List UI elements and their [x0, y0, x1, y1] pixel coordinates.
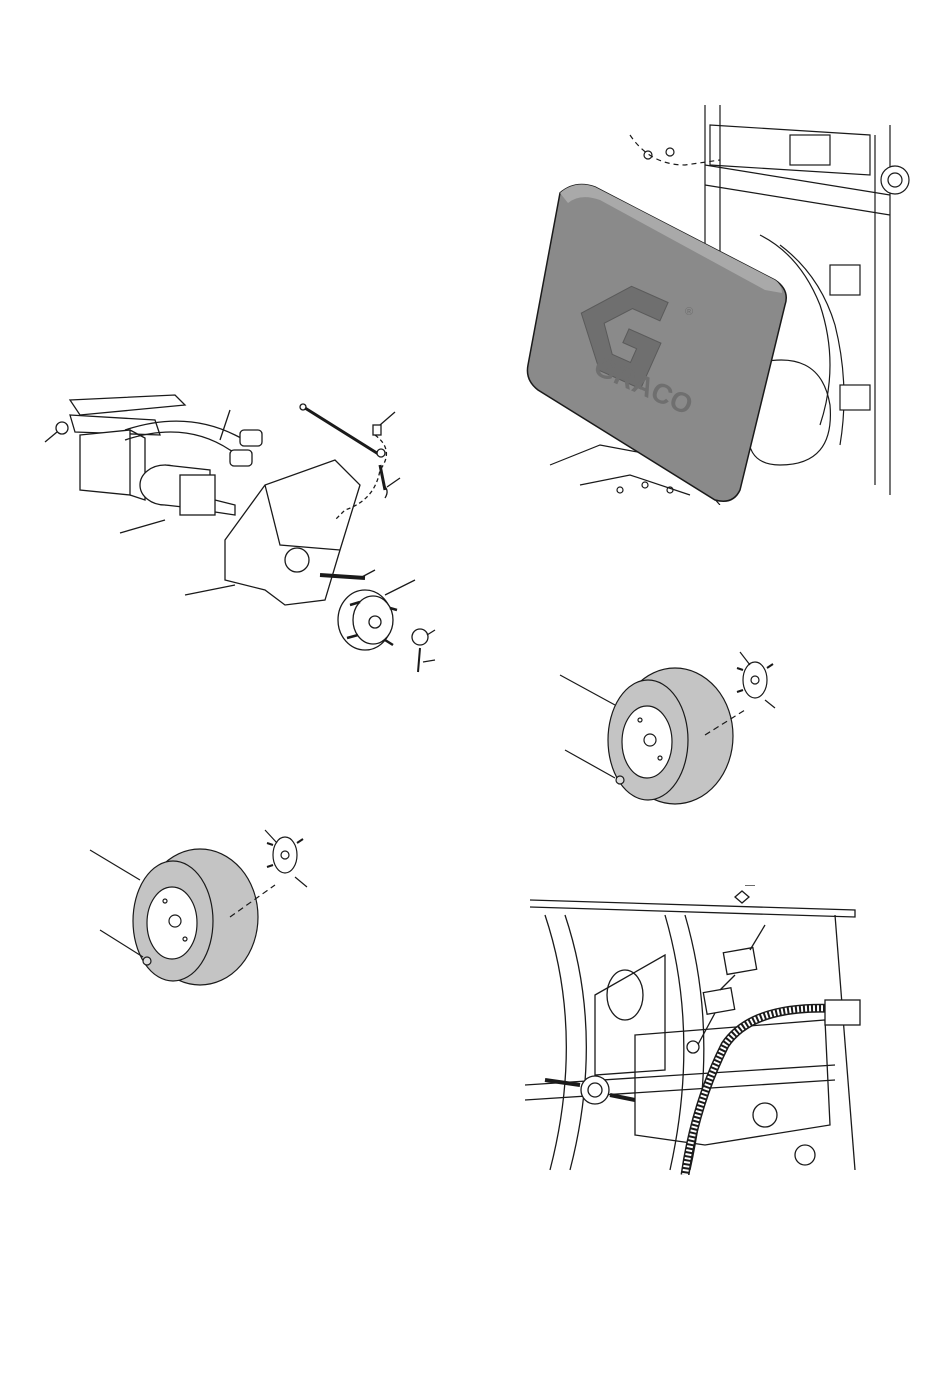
wiring-diagram — [525, 885, 865, 1175]
registered-mark: ® — [685, 306, 693, 318]
figure-wheel-removal-right — [555, 640, 795, 815]
shroud-diagram: GRACO ® — [520, 105, 910, 505]
figure-graco-shroud: GRACO ® — [520, 105, 910, 505]
figure-wiring-harness — [525, 885, 865, 1175]
wheel-diagram-right — [555, 640, 795, 815]
wheel-diagram-left — [85, 825, 325, 1000]
figure-motor-hub-exploded — [35, 390, 455, 680]
motor-hub-diagram — [35, 390, 455, 680]
figure-wheel-removal-left — [85, 825, 325, 1000]
